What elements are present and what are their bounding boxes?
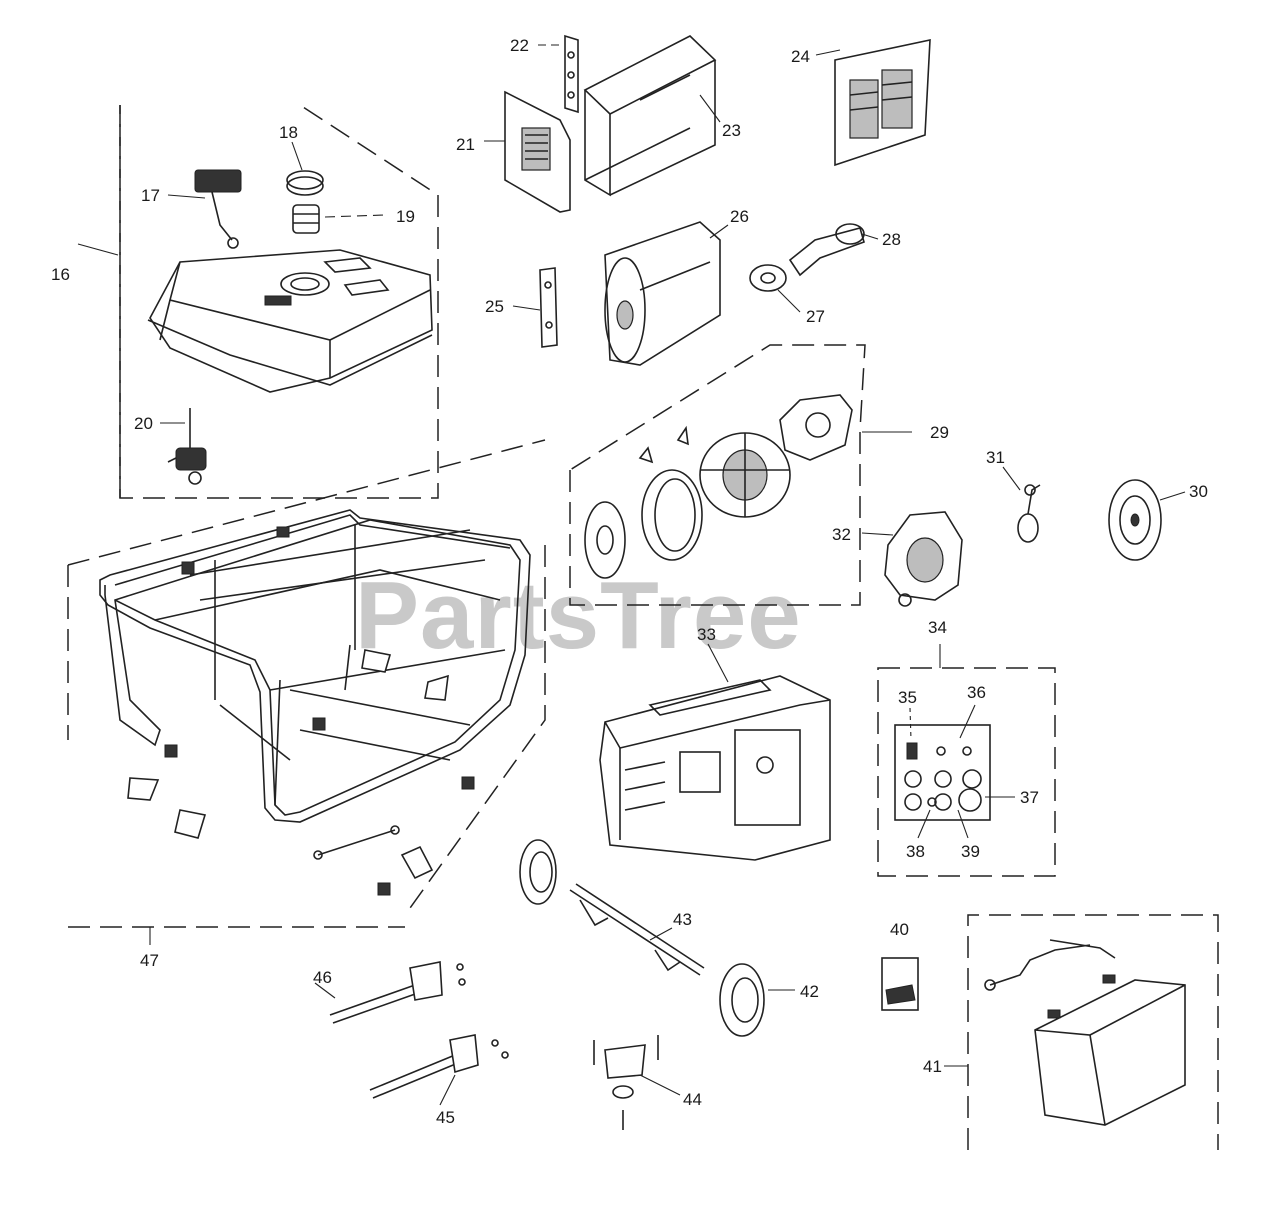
outlet-panel-part[interactable] (894, 724, 991, 821)
housing-bracket-part[interactable] (583, 35, 717, 197)
fuel-gauge-part[interactable] (194, 169, 242, 249)
callout-29[interactable]: 29 (930, 423, 949, 442)
axle-part[interactable] (569, 883, 705, 976)
callout-45[interactable]: 45 (436, 1108, 455, 1127)
wheel-part-30[interactable] (1108, 479, 1162, 561)
callout-24[interactable]: 24 (791, 47, 810, 66)
handle-part-45[interactable] (369, 1034, 509, 1099)
callout-37[interactable]: 37 (1020, 788, 1039, 807)
callout-44[interactable]: 44 (683, 1090, 702, 1109)
callout-19[interactable]: 19 (396, 207, 415, 226)
callout-39[interactable]: 39 (961, 842, 980, 861)
muffler-bracket-part[interactable] (539, 267, 558, 348)
callout-18[interactable]: 18 (279, 123, 298, 142)
fuel-cap-part[interactable] (286, 170, 324, 196)
callout-36[interactable]: 36 (967, 683, 986, 702)
frame-group (67, 439, 546, 928)
callout-31[interactable]: 31 (986, 448, 1005, 467)
callout-22[interactable]: 22 (510, 36, 529, 55)
spark-plug-cap-part[interactable] (1017, 484, 1041, 543)
alternator-cover-part[interactable] (699, 432, 791, 518)
fuel-valve-part[interactable] (167, 408, 207, 485)
callout-27[interactable]: 27 (806, 307, 825, 326)
callout-40[interactable]: 40 (890, 920, 909, 939)
outlet-panel-group (877, 667, 1056, 877)
fuel-tank-part[interactable] (147, 249, 433, 393)
battery-group (967, 914, 1219, 1150)
muffler-part[interactable] (604, 221, 721, 366)
fuel-tank-group (119, 105, 439, 499)
panel-bracket-part[interactable] (564, 34, 579, 114)
engine-part[interactable] (884, 511, 963, 607)
callout-30[interactable]: 30 (1189, 482, 1208, 501)
stator-ring-part[interactable] (641, 469, 703, 561)
callout-42[interactable]: 42 (800, 982, 819, 1001)
callout-labels: 16 17 18 19 20 21 22 23 24 25 26 27 28 2… (51, 36, 1208, 1127)
frame-mounts[interactable] (127, 526, 475, 896)
callout-23[interactable]: 23 (722, 121, 741, 140)
callout-17[interactable]: 17 (141, 186, 160, 205)
alternator-group (569, 344, 866, 606)
foot-bracket-part[interactable] (593, 1035, 659, 1130)
callout-25[interactable]: 25 (485, 297, 504, 316)
wheel-part-42[interactable] (719, 963, 765, 1037)
battery-cable-part[interactable] (984, 939, 1116, 991)
callout-38[interactable]: 38 (906, 842, 925, 861)
brush-holder-part[interactable] (638, 425, 689, 464)
alternator-housing-part[interactable] (779, 394, 853, 461)
exhaust-pipe-part[interactable] (788, 223, 865, 277)
wheel-part-left[interactable] (519, 839, 557, 905)
callout-35[interactable]: 35 (898, 688, 917, 707)
battery-part[interactable] (1034, 974, 1186, 1126)
callout-32[interactable]: 32 (832, 525, 851, 544)
frame-part[interactable] (99, 509, 531, 823)
callout-28[interactable]: 28 (882, 230, 901, 249)
callout-47[interactable]: 47 (140, 951, 159, 970)
callout-41[interactable]: 41 (923, 1057, 942, 1076)
side-panel-part[interactable] (504, 90, 571, 213)
watermark-text: PartsTree (355, 562, 802, 669)
callout-16[interactable]: 16 (51, 265, 70, 284)
control-panel-frame-part[interactable] (599, 675, 831, 861)
handle-part-46[interactable] (329, 961, 466, 1024)
callout-33[interactable]: 33 (697, 625, 716, 644)
callout-20[interactable]: 20 (134, 414, 153, 433)
callout-26[interactable]: 26 (730, 207, 749, 226)
exhaust-gasket-part[interactable] (749, 264, 787, 292)
fuel-strainer-part[interactable] (292, 204, 320, 234)
callout-21[interactable]: 21 (456, 135, 475, 154)
callout-46[interactable]: 46 (313, 968, 332, 987)
callout-34[interactable]: 34 (928, 618, 947, 637)
owners-manual-part[interactable] (881, 957, 919, 1011)
callout-43[interactable]: 43 (673, 910, 692, 929)
control-cover-part[interactable] (834, 39, 931, 167)
rotor-fan-part[interactable] (584, 501, 626, 579)
leader-lines (77, 44, 1186, 1106)
